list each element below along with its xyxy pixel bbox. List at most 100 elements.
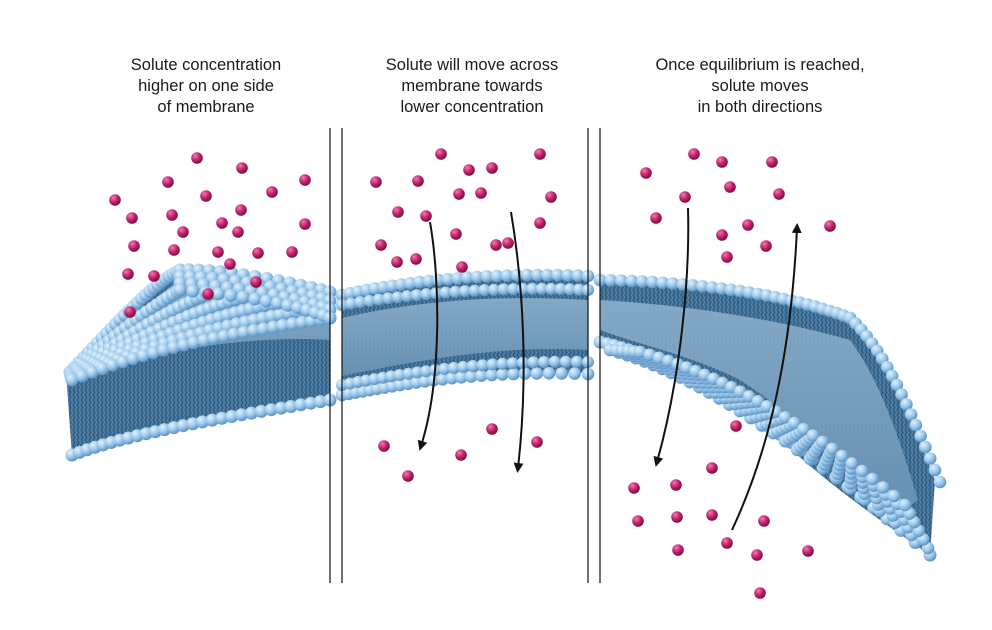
solute-particle	[455, 449, 467, 461]
lipid-head	[496, 368, 509, 381]
solute-particle	[391, 256, 403, 268]
solute-particle	[250, 276, 262, 288]
solute-particle	[716, 156, 728, 168]
solute-particle	[751, 549, 763, 561]
caption-line: lower concentration	[400, 98, 544, 116]
lipid-head	[474, 369, 488, 383]
solute-particle	[453, 188, 465, 200]
solute-particle	[670, 479, 682, 491]
solute-particle	[640, 167, 652, 179]
lipid-head	[224, 289, 238, 302]
lipid-head	[413, 275, 426, 289]
lipid-head	[555, 367, 568, 380]
lipid-head	[441, 272, 455, 286]
lipid-head	[266, 320, 280, 334]
solute-particle	[679, 191, 691, 203]
solute-particle	[463, 164, 475, 176]
lipid-head	[401, 290, 414, 303]
solute-particle	[286, 246, 298, 258]
solute-particle	[730, 420, 742, 432]
lipid-head	[559, 355, 572, 368]
lipid-head	[571, 269, 585, 282]
lipid-head	[96, 362, 109, 376]
lipid-head	[563, 283, 576, 296]
lipid-head	[393, 369, 406, 381]
lipid-head	[497, 283, 510, 296]
solute-particle	[378, 440, 390, 452]
lipid-head	[294, 398, 308, 412]
lipid-head	[410, 289, 423, 302]
solute-particle	[370, 176, 382, 188]
lipid-head	[205, 413, 219, 427]
solute-particle	[632, 515, 644, 527]
lipid-head	[526, 282, 539, 295]
lipid-head	[247, 323, 261, 337]
solute-particle	[534, 217, 546, 229]
solute-particle	[486, 423, 498, 435]
solute-particle	[716, 229, 728, 241]
panel-dividers	[329, 128, 601, 583]
lipid-head	[157, 343, 171, 357]
lipid-head	[197, 333, 211, 347]
arrow-down-icon	[510, 211, 525, 473]
lipid-head	[816, 435, 829, 449]
lipid-head	[244, 406, 258, 420]
lipid-head	[195, 415, 209, 429]
lipid-head	[468, 284, 481, 297]
lipid-head	[705, 281, 719, 294]
lipid-head	[451, 272, 464, 285]
solute-particle	[162, 176, 174, 188]
lipid-head	[447, 361, 460, 374]
lipid-head	[686, 279, 699, 292]
lipid-head	[284, 400, 298, 413]
lipid-head	[211, 287, 225, 301]
lipid-head	[914, 429, 927, 443]
lipid-head	[259, 294, 273, 308]
lipid-head	[572, 283, 585, 296]
solute-particle	[299, 218, 311, 230]
lipid-head	[422, 274, 436, 288]
arrow-up-icon	[731, 223, 802, 531]
lipid-head	[919, 440, 932, 454]
solute-particle	[802, 545, 814, 557]
lipid-head	[236, 290, 250, 304]
lipid-head	[75, 369, 89, 383]
lipid-head	[507, 283, 520, 296]
lipid-head	[225, 410, 239, 423]
lipid-head	[541, 268, 554, 282]
lipid-head	[207, 331, 221, 345]
lipid-head	[666, 277, 680, 290]
lipid-head	[507, 367, 520, 381]
lipid-head	[923, 452, 937, 465]
lipid-head	[116, 355, 130, 369]
solute-particle	[475, 187, 487, 199]
solute-particle	[266, 186, 278, 198]
caption-line: solute moves	[711, 77, 809, 95]
lipid-head	[270, 296, 284, 310]
solute-particle	[202, 288, 214, 300]
lipid-head	[527, 356, 540, 369]
lipid-head	[281, 298, 295, 312]
lipid-head	[274, 401, 288, 415]
solute-particle	[721, 537, 733, 549]
solute-particle	[122, 268, 134, 280]
lipid-head	[486, 358, 499, 371]
solute-particle	[435, 148, 447, 160]
solute-particle	[486, 162, 498, 174]
caption-panel-3: Once equilibrium is reached, solute move…	[610, 55, 910, 118]
lipid-head	[439, 286, 452, 299]
lipid-head	[724, 283, 738, 297]
solute-particle	[200, 190, 212, 202]
lipid-head	[459, 285, 471, 298]
lipid-head	[466, 360, 479, 372]
lipid-head	[248, 292, 262, 306]
solute-particle	[650, 212, 662, 224]
lipid-head	[391, 291, 404, 304]
lipid-head	[372, 293, 385, 306]
solute-particle	[236, 162, 248, 174]
solute-particles	[109, 148, 836, 599]
lipid-head	[436, 373, 449, 386]
caption-line: Solute concentration	[130, 56, 282, 74]
lipid-head	[176, 419, 190, 433]
caption-line: in both directions	[697, 98, 823, 116]
